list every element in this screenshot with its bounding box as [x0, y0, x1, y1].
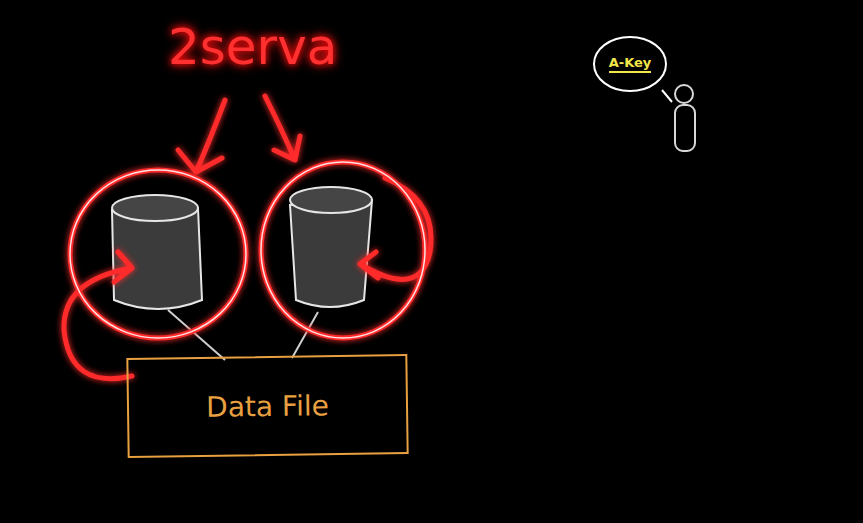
database-cylinder — [290, 187, 372, 307]
bubble-text: A-Key — [609, 55, 652, 73]
bubble-tail — [662, 90, 672, 102]
speech-bubble: A-Key — [592, 35, 668, 93]
pointer-arrow — [265, 96, 300, 160]
file-box: Data File — [126, 354, 408, 458]
database-cylinder — [112, 195, 202, 309]
pointer-arrow — [178, 100, 225, 172]
person-figure — [675, 85, 695, 151]
box-label: Data File — [206, 389, 329, 424]
highlight-marks — [64, 96, 431, 379]
heading-note: 2serva — [168, 18, 337, 76]
highlight-circle — [70, 170, 246, 338]
highlight-core — [70, 162, 425, 338]
curved-arrow — [360, 178, 431, 279]
